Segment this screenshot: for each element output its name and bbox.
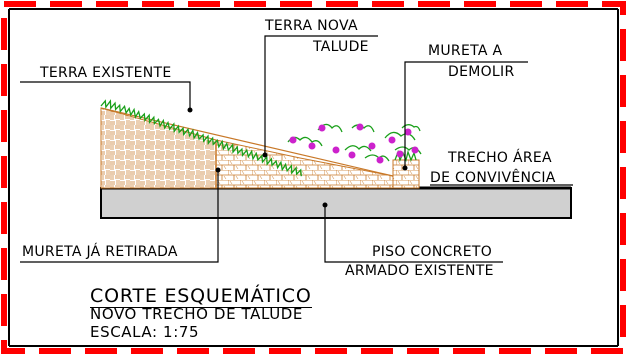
label-trecho-1: TRECHO ÁREA	[448, 150, 552, 166]
label-mureta-demolir-2: DEMOLIR	[448, 64, 515, 80]
label-terra-existente: TERRA EXISTENTE	[40, 65, 172, 81]
inner-border	[8, 8, 619, 347]
label-terra-nova-1: TERRA NOVA	[265, 18, 358, 34]
flowers	[289, 123, 419, 164]
label-trecho-2: DE CONVIVÊNCIA	[430, 170, 556, 186]
label-piso-2: ARMADO EXISTENTE	[345, 263, 494, 279]
label-mureta-demolir-1: MURETA A	[428, 43, 503, 59]
wall-to-demolish	[392, 159, 420, 189]
leader-dots	[187, 107, 408, 208]
drawing-scale: ESCALA: 1:75	[90, 323, 200, 341]
concrete-slab	[100, 187, 572, 219]
leader-lines	[20, 35, 573, 263]
drawing-subtitle: NOVO TRECHO DE TALUDE	[90, 305, 303, 323]
drawing-title: CORTE ESQUEMÁTICO	[90, 285, 312, 308]
label-mureta-retirada: MURETA JÁ RETIRADA	[22, 244, 178, 260]
label-piso-1: PISO CONCRETO	[372, 244, 493, 260]
label-terra-nova-2: TALUDE	[313, 39, 369, 55]
